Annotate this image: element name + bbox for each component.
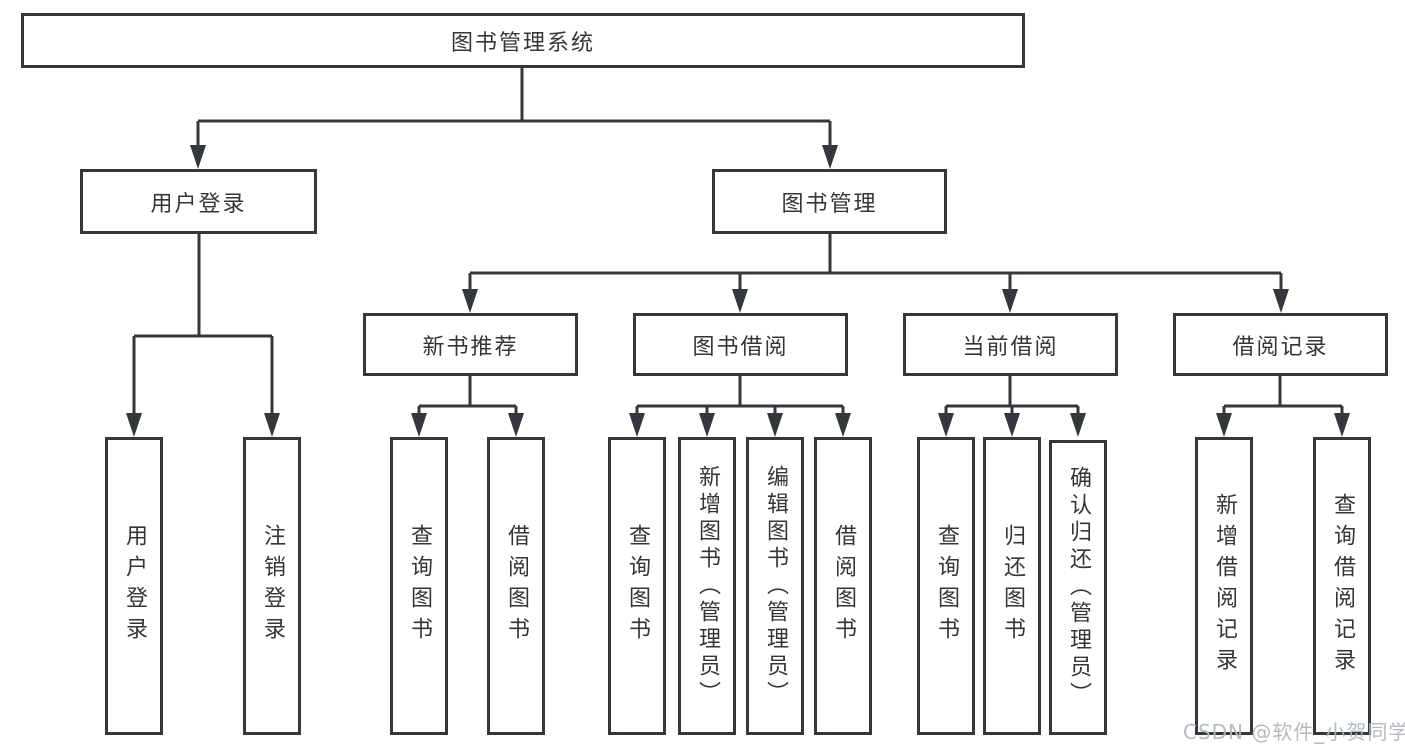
arrowhead-icon bbox=[767, 413, 783, 437]
arrowhead-icon bbox=[508, 413, 524, 437]
leaf-confirm-return-admin: 确认归还（管理员） bbox=[1049, 440, 1107, 735]
node-root-label: 图书管理系统 bbox=[450, 30, 595, 56]
leaf-query-books-current-label: 查询图书 bbox=[934, 524, 959, 648]
node-current-borrow-label: 当前借阅 bbox=[962, 334, 1059, 360]
arrowhead-icon bbox=[1004, 413, 1020, 437]
watermark-text: CSDN @软件_小贺同学 bbox=[1183, 720, 1405, 744]
leaf-edit-book-admin: 编辑图书（管理员） bbox=[746, 437, 804, 735]
node-borrow-records-label: 借阅记录 bbox=[1232, 334, 1329, 360]
leaf-query-books-borrow-label: 查询图书 bbox=[625, 524, 650, 648]
leaf-query-borrow-record-label: 查询借阅记录 bbox=[1330, 493, 1355, 679]
leaf-logout-label: 注销登录 bbox=[260, 524, 285, 648]
leaf-query-borrow-record: 查询借阅记录 bbox=[1313, 437, 1371, 735]
connector-current-borrow bbox=[944, 376, 1080, 418]
leaf-return-books-label: 归还图书 bbox=[1000, 524, 1025, 648]
node-root: 图书管理系统 bbox=[21, 13, 1025, 68]
arrowhead-icon bbox=[699, 413, 715, 437]
leaf-query-books-recommend-label: 查询图书 bbox=[407, 524, 432, 648]
node-new-book-recommend: 新书推荐 bbox=[363, 313, 578, 376]
arrowhead-icon bbox=[1070, 413, 1086, 437]
leaf-add-borrow-record: 新增借阅记录 bbox=[1195, 437, 1253, 735]
connector-new-book-recommend bbox=[417, 376, 518, 418]
leaf-borrow-books-recommend: 借阅图书 bbox=[487, 437, 545, 735]
leaf-user-login: 用户登录 bbox=[105, 437, 163, 735]
arrowhead-icon bbox=[732, 289, 748, 313]
node-book-management-label: 图书管理 bbox=[781, 191, 878, 217]
node-borrow-records: 借阅记录 bbox=[1173, 313, 1388, 376]
node-book-borrow-label: 图书借阅 bbox=[692, 334, 789, 360]
leaf-logout: 注销登录 bbox=[243, 437, 301, 735]
leaf-user-login-label: 用户登录 bbox=[122, 524, 147, 648]
node-new-book-recommend-label: 新书推荐 bbox=[422, 334, 519, 360]
arrowhead-icon bbox=[190, 145, 206, 169]
node-book-borrow: 图书借阅 bbox=[633, 313, 848, 376]
node-book-management: 图书管理 bbox=[712, 169, 947, 234]
leaf-add-book-admin-label: 新增图书（管理员） bbox=[695, 464, 720, 708]
leaf-query-books-current: 查询图书 bbox=[917, 437, 975, 735]
leaf-query-books-borrow: 查询图书 bbox=[608, 437, 666, 735]
leaf-edit-book-admin-label: 编辑图书（管理员） bbox=[763, 464, 788, 708]
arrowhead-icon bbox=[1334, 413, 1350, 437]
connector-root-split bbox=[196, 68, 832, 148]
arrowhead-icon bbox=[462, 289, 478, 313]
arrowhead-icon bbox=[1273, 289, 1289, 313]
leaf-query-books-recommend: 查询图书 bbox=[390, 437, 448, 735]
leaf-add-book-admin: 新增图书（管理员） bbox=[678, 437, 736, 735]
connector-user-login bbox=[132, 234, 274, 418]
arrowhead-icon bbox=[629, 413, 645, 437]
arrowhead-icon bbox=[411, 413, 427, 437]
arrowhead-icon bbox=[822, 145, 838, 169]
arrowhead-icon bbox=[264, 413, 280, 437]
node-current-borrow: 当前借阅 bbox=[903, 313, 1118, 376]
arrowhead-icon bbox=[1002, 289, 1018, 313]
arrowhead-icon bbox=[126, 413, 142, 437]
leaf-confirm-return-admin-label: 确认归还（管理员） bbox=[1066, 466, 1091, 709]
leaf-borrow-books-recommend-label: 借阅图书 bbox=[504, 524, 529, 648]
leaf-borrow-books: 借阅图书 bbox=[814, 437, 872, 735]
leaf-borrow-books-label: 借阅图书 bbox=[831, 524, 856, 648]
arrowhead-icon bbox=[835, 413, 851, 437]
arrowhead-icon bbox=[938, 413, 954, 437]
leaf-return-books: 归还图书 bbox=[983, 437, 1041, 735]
connector-book-management bbox=[468, 234, 1283, 293]
connector-book-borrow bbox=[635, 376, 845, 418]
arrowhead-icon bbox=[1216, 413, 1232, 437]
node-user-login: 用户登录 bbox=[80, 169, 317, 234]
node-user-login-label: 用户登录 bbox=[150, 191, 247, 217]
connector-borrow-records bbox=[1222, 376, 1344, 418]
leaf-add-borrow-record-label: 新增借阅记录 bbox=[1212, 493, 1237, 679]
